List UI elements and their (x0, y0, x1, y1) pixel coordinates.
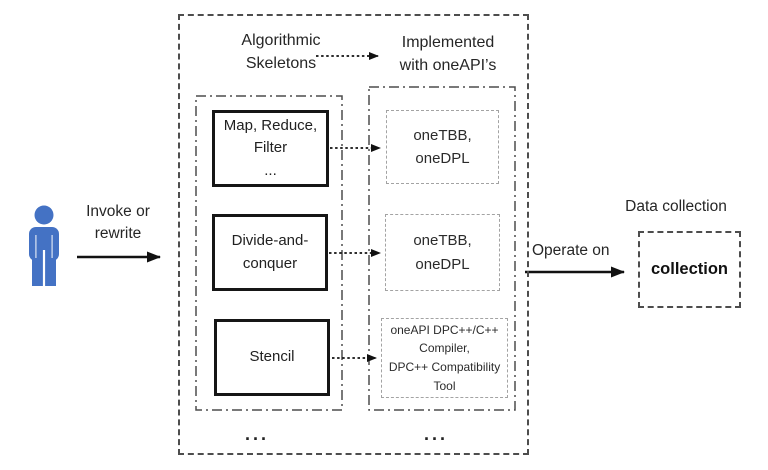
invoke-label: Invoke or rewrite (86, 203, 150, 243)
skeleton-box-label: Stencil (249, 348, 295, 366)
person-icon (29, 205, 59, 286)
collection-box: collection (638, 231, 741, 308)
operate-on-label: Operate on (532, 242, 610, 259)
skeletons-ellipsis: ... (244, 424, 269, 444)
implementations-column-border (368, 86, 516, 411)
impl-box-onetbb-onedpl-1: oneTBB, oneDPL (386, 110, 499, 184)
impl-box-dpcpp-compiler: oneAPI DPC++/C++ Compiler, DPC++ Compati… (381, 318, 508, 398)
impl-box-label: oneAPI DPC++/C++ Compiler, DPC++ Compati… (388, 322, 501, 393)
algorithmic-skeletons-header: Algorithmic Skeletons (241, 32, 321, 72)
impl-box-label: oneTBB, oneDPL (413, 126, 472, 167)
outer-dashed-container (178, 14, 529, 455)
collection-box-label: collection (650, 260, 728, 278)
skeleton-box-label: Map, Reduce, Filter ... (223, 116, 318, 179)
implemented-header: Implemented with oneAPI’s (399, 34, 497, 74)
impl-box-label: oneTBB, oneDPL (413, 232, 472, 273)
skeleton-box-map-reduce-filter: Map, Reduce, Filter ... (212, 110, 329, 187)
data-collection-label: Data collection (625, 198, 727, 215)
skeletons-column-border (195, 95, 343, 411)
skeleton-box-stencil: Stencil (214, 319, 330, 396)
skeleton-box-divide-and-conquer: Divide-and- conquer (212, 214, 328, 291)
implementations-ellipsis: ... (423, 424, 448, 444)
impl-box-onetbb-onedpl-2: oneTBB, oneDPL (385, 214, 500, 291)
skeleton-box-label: Divide-and- conquer (231, 232, 309, 272)
